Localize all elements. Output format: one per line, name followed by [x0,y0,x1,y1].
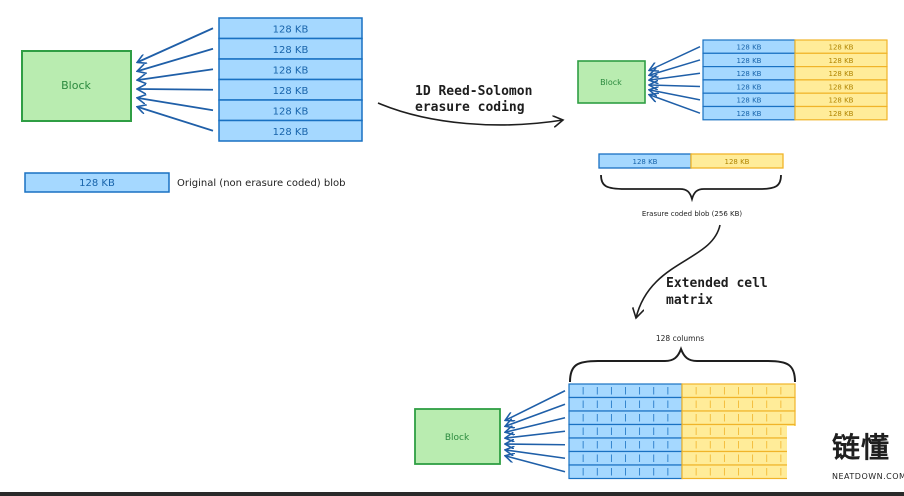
top-right-arrow [650,95,701,114]
top-right-arrow [650,72,701,80]
top-left-blob-row-label: 128 KB [273,107,309,118]
coded-blob-right-label: 128 KB [725,158,750,166]
step2-arrow-group: Extended cell matrix [636,224,768,318]
top-right-row-original-label: 128 KB [737,110,762,118]
coded-blob-group: 128 KB 128 KB Erasure coded blob (256 KB… [598,153,784,218]
top-left-blob-rows: 128 KB 128 KB 128 KB 128 KB 128 KB 128 KB [218,17,363,142]
coded-blob-caption: Erasure coded blob (256 KB) [642,210,743,218]
matrix-arrow [506,430,566,438]
legend: 128 KB Original (non erasure coded) blob [24,172,345,193]
step1-arrow-group: 1D Reed-Solomon erasure coding [377,84,563,125]
matrix-arrow [506,444,566,445]
top-right-row-parity-label: 128 KB [829,83,854,91]
top-left-arrow [138,107,214,132]
top-right-row-original-label: 128 KB [737,70,762,78]
brand-watermark: 链懂 NEATDOWN.COM [787,426,904,492]
top-left-blob-row-label: 128 KB [273,25,309,36]
top-right-row-parity-label: 128 KB [829,44,854,52]
top-left-blob-row-label: 128 KB [273,45,309,56]
top-right-row-parity-label: 128 KB [829,57,854,65]
top-left-arrows [138,27,214,132]
top-right-arrows [650,45,701,114]
step1-arrow [377,102,563,125]
top-left-arrow [138,98,214,112]
top-right-block-label: Block [600,78,622,87]
top-right-row-original-label: 128 KB [737,97,762,105]
top-left-blob-row-label: 128 KB [273,66,309,77]
top-right-arrow [650,45,701,70]
legend-blob-chip [24,172,170,193]
top-right-block [577,60,646,104]
coded-blob-brace [600,174,782,203]
matrix-block-label: Block [445,433,470,443]
top-right-row-parity-label: 128 KB [829,70,854,78]
matrix-group: 128 columns Block [414,334,796,480]
matrix-arrow [506,416,566,432]
matrix-block [414,408,501,465]
legend-blob-chip-label: 128 KB [79,178,115,189]
step2-label-line1: Extended cell [666,276,768,291]
top-left-block [21,50,132,122]
top-left-blob-row-label: 128 KB [273,127,309,138]
brand-en-text: NEATDOWN.COM [832,472,904,481]
matrix-arrow [506,450,566,460]
top-left-arrow [138,47,214,71]
top-right-row-original-label: 128 KB [737,83,762,91]
top-left-arrow [138,27,214,62]
top-right-row-original-label: 128 KB [737,44,762,52]
top-right-row-parity [794,105,888,121]
step1-label-line2: erasure coding [415,100,525,115]
top-left-blob-row [218,119,363,142]
matrix-arrows [506,390,566,473]
top-right-row-parity-label: 128 KB [829,110,854,118]
top-left-arrow [138,68,214,80]
matrix-brace [569,346,796,383]
top-right-row-parity-label: 128 KB [829,97,854,105]
coded-blob-left-label: 128 KB [633,158,658,166]
step1-label-line1: 1D Reed-Solomon [415,84,532,99]
matrix-arrow [506,456,566,473]
matrix-cells [568,383,796,480]
step2-arrow [636,224,721,318]
matrix-arrow [506,403,566,426]
top-right-row-original-label: 128 KB [737,57,762,65]
matrix-arrow [506,390,566,420]
top-right-arrow [650,85,701,87]
top-right-arrow [650,59,701,75]
step2-label-line2: matrix [666,293,713,308]
matrix-columns-label: 128 columns [656,334,704,343]
brand-cn-text: 链懂 [832,431,891,464]
top-right-arrow [650,90,701,101]
coded-blob-right [690,153,784,169]
top-left-arrow [138,89,214,90]
footer-divider [0,492,904,496]
top-left-blob-row-label: 128 KB [273,86,309,97]
legend-text: Original (non erasure coded) blob [177,178,345,189]
top-right-extended-rows: 128 KB 128 KB 128 KB 128 KB 128 KB 128 KB 128 … [702,39,888,121]
top-left-block-label: Block [61,79,91,92]
